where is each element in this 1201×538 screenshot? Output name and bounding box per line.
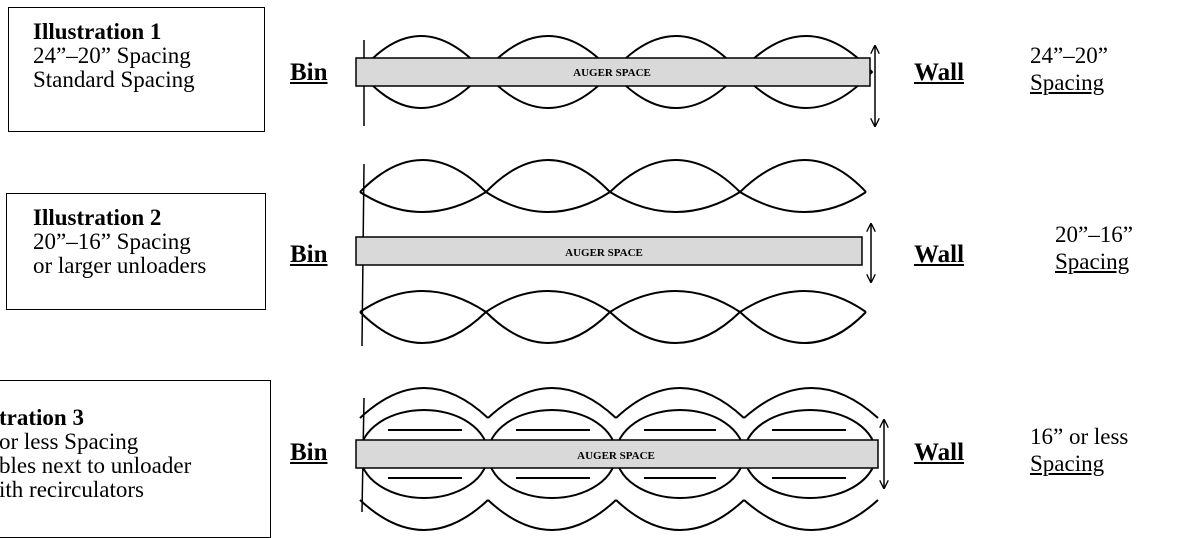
- illustration-3-auger-label: AUGER SPACE: [577, 450, 655, 462]
- illustration-2-spacing: 20”–16” Spacing: [1055, 221, 1133, 275]
- illustration-1-spacing-value: 24”–20”: [1030, 43, 1108, 68]
- illustration-2-bin-label: Bin: [290, 241, 328, 268]
- illustration-3-diagram: [355, 387, 884, 531]
- illustration-1-line1: 24”–20” Spacing: [33, 43, 191, 68]
- illustration-1-title: Illustration 1: [33, 19, 162, 44]
- illustration-1-spacing: 24”–20” Spacing: [1030, 42, 1108, 96]
- illustration-2-line1: 20”–16” Spacing: [33, 229, 191, 254]
- illustration-1-wall-label: Wall: [914, 59, 965, 86]
- illustration-3-spacing-word: Spacing: [1030, 451, 1105, 476]
- illustration-3-spacing-value: 16” or less: [1030, 424, 1129, 449]
- illustration-3-upper-arcs: [359, 387, 879, 419]
- illustration-3-line2: bles next to unloader: [0, 453, 192, 478]
- illustration-2-diagram: [355, 159, 871, 347]
- illustration-2-auger-bar: [355, 236, 863, 266]
- illustration-2-upper-arcs: [359, 159, 867, 213]
- illustration-2-box: Illustration 2 20”–16” Spacing or larger…: [6, 193, 266, 310]
- illustration-2-title: Illustration 2: [33, 205, 162, 230]
- illustration-1-box: Illustration 1 24”–20” Spacing Standard …: [8, 7, 265, 132]
- illustration-2-lower-arcs: [359, 290, 867, 344]
- illustration-2-spacing-value: 20”–16”: [1055, 222, 1133, 247]
- illustration-3-line1: or less Spacing: [0, 429, 139, 454]
- illustration-2-spacing-word: Spacing: [1055, 249, 1130, 274]
- illustration-2-wall-label: Wall: [914, 241, 965, 268]
- illustration-3-title: tration 3: [0, 405, 84, 430]
- illustration-1-diagram: [355, 35, 875, 126]
- illustration-3-wall-label: Wall: [914, 439, 965, 466]
- illustration-2-line2: or larger unloaders: [33, 253, 207, 278]
- illustration-1-auger-label: AUGER SPACE: [573, 67, 651, 79]
- illustration-3-spacing: 16” or less Spacing: [1030, 423, 1128, 477]
- illustration-3-auger-bar: [355, 439, 879, 469]
- illustration-3-recirculator-lines: [388, 429, 846, 479]
- illustration-3-line3: ith recirculators: [0, 477, 144, 502]
- illustration-1-bin-label: Bin: [290, 59, 328, 86]
- illustration-3-bin-label: Bin: [290, 439, 328, 466]
- illustration-1-spacing-word: Spacing: [1030, 70, 1105, 95]
- illustration-3-lower-arcs: [359, 499, 879, 531]
- illustration-1-auger-bar: [355, 57, 871, 87]
- illustration-2-auger-label: AUGER SPACE: [565, 247, 643, 259]
- illustration-1-line2: Standard Spacing: [33, 67, 195, 92]
- illustration-3-box: tration 3 or less Spacing bles next to u…: [0, 380, 271, 538]
